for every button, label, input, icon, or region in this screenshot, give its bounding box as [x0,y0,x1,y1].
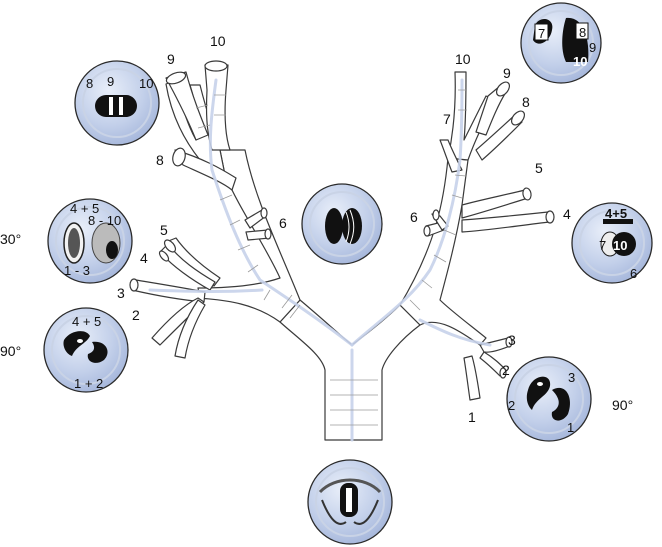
view-lr-1: 1 [567,420,574,435]
bronchus-openings [129,60,555,379]
left-branch-1 [463,355,481,401]
right-posterior-branch [165,71,209,141]
right-lower-axis [148,288,264,293]
view-lr-2: 2 [508,398,515,413]
view-ul-9: 9 [107,74,114,89]
label-r5: 5 [160,222,168,238]
view-ll-12: 1 + 2 [74,376,103,391]
view-mr-10: 10 [613,238,627,253]
left-branch-8 [475,114,523,161]
endoscopic-view-right-upper: 8 9 10 [74,60,160,146]
label-l5: 5 [535,160,543,176]
endoscopic-view-left-lower: 3 2 1 [506,356,592,442]
view-ul-10: 10 [139,76,153,91]
view-mr-45: 4+5 [605,206,627,221]
endoscopic-view-main-carina [301,183,383,265]
trachea [279,299,421,441]
label-r2: 2 [132,307,140,323]
view-ml-810: 8 - 10 [88,213,121,228]
right-axis [208,78,354,347]
right-apical-branch [204,64,231,151]
right-anterior-branch [174,149,237,191]
endoscopic-view-right-lower: 4 + 5 1 + 2 [43,307,129,393]
label-l8: 8 [522,94,530,110]
label-r10: 10 [210,33,226,49]
view-mr-7: 7 [599,238,606,253]
right-branch-1 [174,299,206,359]
left-main-bronchus [399,157,487,346]
label-r3: 3 [117,285,125,301]
endoscopic-view-trachea [307,459,393,545]
left-branch-7 [439,139,463,173]
label-l1: 1 [468,409,476,425]
view-tr-10: 10 [573,54,587,69]
angle-left-90: 90° [0,343,21,359]
left-lower-axis [418,318,492,347]
right-branch-4 [159,243,216,291]
bronchial-tree [129,60,555,442]
view-lr-3: 3 [568,370,575,385]
left-branch-4 [461,211,551,233]
endoscopic-view-right-middle: 4 + 5 8 - 10 1 - 3 [47,198,133,284]
label-r4: 4 [140,250,148,266]
view-ml-13: 1 - 3 [64,263,90,278]
angle-right-90: 90° [612,397,633,413]
view-mr-6: 6 [630,266,637,281]
view-ul-8: 8 [86,76,93,91]
cartilage-rings [195,89,467,426]
label-l10: 10 [455,51,471,67]
view-tr-7: 7 [538,26,545,41]
label-r9: 9 [167,51,175,67]
left-branch-5 [461,189,529,219]
label-l6: 6 [410,209,418,225]
label-l7: 7 [443,111,451,127]
label-l4: 4 [563,206,571,222]
angle-left-30: 30° [0,231,21,247]
view-tr-8: 8 [579,25,586,40]
view-ll-45: 4 + 5 [72,314,101,329]
endoscopic-view-left-middle: 4+5 7 10 6 [571,202,653,284]
segment-labels: 10 9 8 6 5 4 3 2 10 9 8 7 6 5 4 3 2 1 30… [0,33,633,425]
label-r8: 8 [156,152,164,168]
label-l3: 3 [508,332,516,348]
left-axis [350,78,464,347]
view-ml-45: 4 + 5 [70,201,99,216]
label-l2: 2 [502,362,510,378]
label-l9: 9 [503,65,511,81]
endoscopic-view-left-upper: 7 8 9 10 [520,2,602,84]
view-tr-9: 9 [589,40,596,55]
label-r6: 6 [279,215,287,231]
